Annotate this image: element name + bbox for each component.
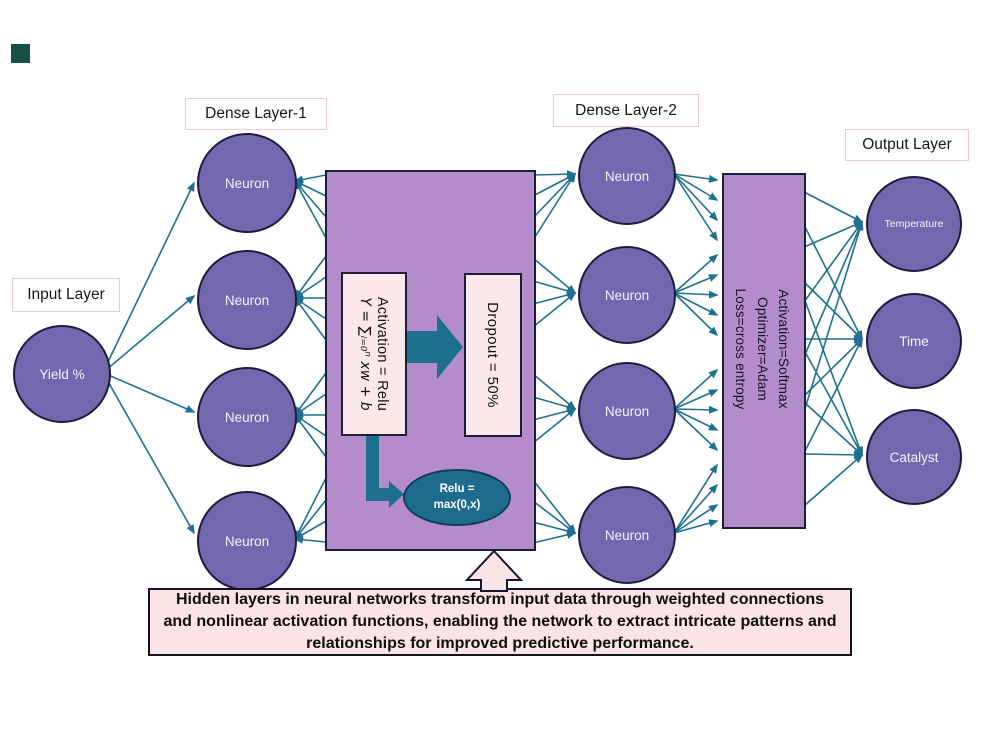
input-node-yield: Yield % bbox=[13, 325, 111, 423]
caption-text: Hidden layers in neural networks transfo… bbox=[163, 591, 837, 652]
dense2-neuron-1: Neuron bbox=[578, 127, 676, 225]
optimizer-text: Optimizer=Adam bbox=[754, 297, 770, 401]
activation-formula: Y = ∑ᵢ₌₀ⁿ xw + b bbox=[357, 297, 374, 411]
output-node-catalyst: Catalyst bbox=[866, 409, 962, 505]
dense2-neuron-3: Neuron bbox=[578, 362, 676, 460]
input-layer-label: Input Layer bbox=[12, 278, 120, 312]
relu-ellipse-text-1: Relu = bbox=[439, 482, 475, 495]
output-node-label: Catalyst bbox=[889, 449, 939, 465]
input-layer-label-text: Input Layer bbox=[27, 286, 105, 303]
caption-up-arrow bbox=[464, 549, 524, 592]
neuron-label: Neuron bbox=[604, 287, 650, 303]
dense2-neuron-4: Neuron bbox=[578, 486, 676, 584]
dense1-neuron-3: Neuron bbox=[197, 367, 297, 467]
output-layer-label: Output Layer bbox=[845, 129, 969, 161]
neuron-label: Neuron bbox=[224, 409, 270, 425]
neuron-label: Neuron bbox=[604, 527, 650, 543]
output-node-temperature: Temperature bbox=[866, 176, 962, 272]
relu-ellipse: Relu = max(0,x) bbox=[403, 469, 511, 526]
dense-layer-1-label: Dense Layer-1 bbox=[185, 98, 327, 130]
input-node-label: Yield % bbox=[39, 366, 85, 382]
activation-text: Activation = Relu bbox=[374, 296, 391, 412]
output-node-label: Time bbox=[899, 333, 929, 349]
softmax-text: Activation=Softmax bbox=[776, 289, 792, 409]
output-layer-label-text: Output Layer bbox=[862, 136, 952, 153]
neuron-label: Neuron bbox=[224, 175, 270, 191]
corner-square-decoration bbox=[11, 44, 30, 63]
caption-box: Hidden layers in neural networks transfo… bbox=[148, 588, 852, 656]
output-node-time: Time bbox=[866, 293, 962, 389]
dense-layer-1-label-text: Dense Layer-1 bbox=[205, 105, 307, 122]
neuron-label: Neuron bbox=[604, 403, 650, 419]
neuron-label: Neuron bbox=[224, 292, 270, 308]
hidden-block-2-text: Activation=Softmax Optimizer=Adam Loss=c… bbox=[726, 179, 798, 519]
loss-text: Loss=cross entropy bbox=[733, 288, 749, 410]
dense1-neuron-4: Neuron bbox=[197, 491, 297, 591]
dropout-text: Dropout = 50% bbox=[484, 302, 502, 408]
hidden-block-2-panel bbox=[722, 173, 806, 529]
dense-layer-2-label: Dense Layer-2 bbox=[553, 94, 699, 127]
activation-formula-box: Activation = Relu Y = ∑ᵢ₌₀ⁿ xw + b bbox=[341, 272, 407, 436]
dropout-box: Dropout = 50% bbox=[464, 273, 522, 437]
dense2-neuron-2: Neuron bbox=[578, 246, 676, 344]
dense-layer-2-label-text: Dense Layer-2 bbox=[575, 101, 677, 119]
dense1-neuron-2: Neuron bbox=[197, 250, 297, 350]
relu-ellipse-text-2: max(0,x) bbox=[433, 498, 481, 511]
neuron-label: Neuron bbox=[604, 168, 650, 184]
dense1-neuron-1: Neuron bbox=[197, 133, 297, 233]
output-node-label: Temperature bbox=[884, 218, 944, 230]
neuron-label: Neuron bbox=[224, 533, 270, 549]
